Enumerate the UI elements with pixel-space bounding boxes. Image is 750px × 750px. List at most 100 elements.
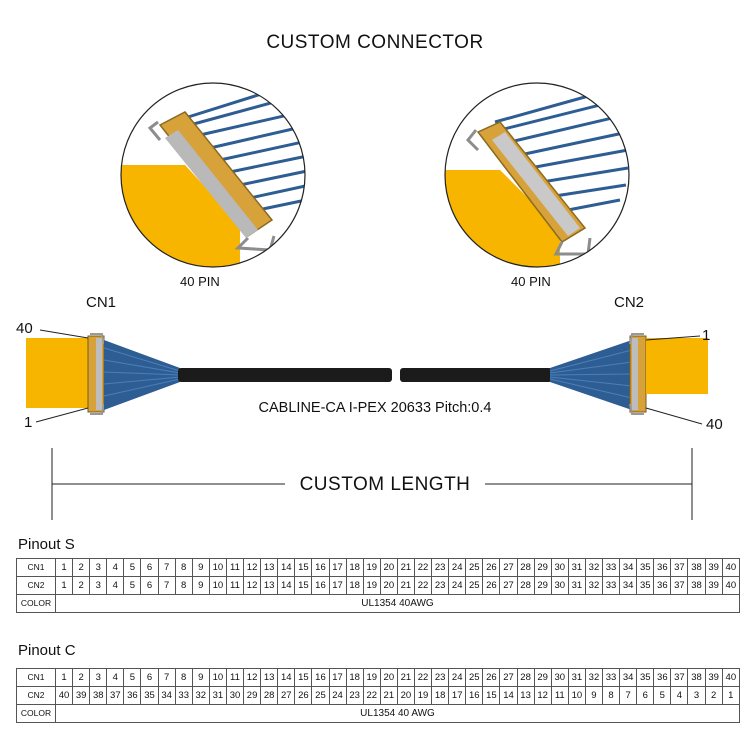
pin-cell: 20: [379, 668, 398, 687]
pin-cell: 38: [89, 686, 108, 705]
pin-cell: 9: [191, 576, 210, 595]
cable-spec: CABLINE-CA I-PEX 20633 Pitch:0.4: [258, 400, 492, 416]
color-cell: UL1354 40 AWG: [55, 704, 740, 723]
pin-cell: 12: [243, 558, 262, 577]
pin-cell: 27: [499, 558, 518, 577]
pin-cell: 8: [601, 686, 621, 705]
pin-cell: 23: [431, 558, 450, 577]
pin-cell: 29: [533, 558, 552, 577]
pin-cell: 32: [584, 668, 604, 687]
pin-cell: 31: [567, 668, 586, 687]
pin-cell: 29: [533, 668, 552, 687]
pin-cell: 2: [72, 576, 91, 595]
pin-cell: 28: [516, 558, 535, 577]
pin-cell: 11: [225, 668, 245, 687]
pin-cell: 24: [448, 558, 467, 577]
pin-cell: 19: [362, 576, 381, 595]
pin-cell: 31: [567, 576, 586, 595]
pin-cell: 11: [550, 686, 569, 705]
pin-cell: 21: [379, 686, 398, 705]
pin-cell: 33: [601, 668, 621, 687]
pin-cell: 32: [584, 576, 604, 595]
left-pin-count: 40 PIN: [180, 274, 220, 289]
pin-cell: 4: [106, 576, 125, 595]
pin-cell: 22: [413, 576, 433, 595]
pin-cell: 39: [704, 558, 723, 577]
pin-cell: 20: [379, 576, 398, 595]
pin-cell: 4: [106, 668, 125, 687]
pin-cell: 37: [670, 576, 689, 595]
pin-cell: 30: [550, 668, 569, 687]
pin-cell: 33: [601, 576, 621, 595]
pin-cell: 13: [260, 576, 279, 595]
pin-cell: 33: [601, 558, 621, 577]
pin-cell: 16: [465, 686, 484, 705]
pin-cell: 12: [533, 686, 552, 705]
pin-cell: 12: [243, 668, 262, 687]
pin-cell: 3: [89, 668, 108, 687]
pin-cell: 6: [140, 668, 159, 687]
cn2-bottom-pin: 40: [706, 416, 723, 433]
pin-cell: 31: [567, 558, 586, 577]
pin-cell: 7: [157, 558, 176, 577]
pin-cell: 1: [721, 686, 741, 705]
row-head: CN1: [16, 558, 56, 577]
pin-cell: 33: [174, 686, 193, 705]
pin-cell: 21: [396, 668, 415, 687]
pin-cell: 5: [123, 576, 142, 595]
pin-cell: 2: [72, 668, 91, 687]
pin-cell: 20: [379, 558, 398, 577]
pin-cell: 25: [465, 668, 484, 687]
pin-cell: 18: [345, 576, 364, 595]
pinout-s-title: Pinout S: [18, 536, 75, 553]
pin-cell: 36: [653, 558, 672, 577]
pin-cell: 10: [208, 668, 227, 687]
pin-cell: 31: [208, 686, 227, 705]
cn2-pin40-leader: [645, 407, 703, 425]
pin-cell: 6: [140, 576, 159, 595]
cn1-top-pin: 40: [16, 320, 33, 337]
pin-cell: 1: [54, 668, 74, 687]
pinout-c-title: Pinout C: [18, 642, 76, 659]
pin-cell: 38: [687, 558, 706, 577]
pin-cell: 9: [191, 558, 210, 577]
pin-cell: 14: [277, 668, 296, 687]
pin-cell: 15: [482, 686, 501, 705]
pin-cell: 23: [345, 686, 364, 705]
table-row: COLOR UL1354 40 AWG: [16, 704, 740, 723]
pin-cell: 1: [54, 576, 74, 595]
pin-cell: 6: [140, 558, 159, 577]
pin-cell: 34: [619, 558, 638, 577]
pin-cell: 22: [362, 686, 381, 705]
cn1-pin40-leader: [39, 329, 89, 339]
pin-cell: 26: [294, 686, 313, 705]
pin-cell: 2: [704, 686, 723, 705]
pin-cell: 7: [157, 668, 176, 687]
cn1-pin1-leader: [35, 407, 89, 423]
pin-cell: 25: [311, 686, 330, 705]
pin-cell: 3: [89, 558, 108, 577]
cn2-film: [646, 338, 708, 394]
pin-cell: 35: [636, 668, 655, 687]
pin-cell: 14: [499, 686, 518, 705]
pin-cell: 36: [123, 686, 142, 705]
pin-cell: 35: [636, 576, 655, 595]
pin-cell: 23: [431, 668, 450, 687]
pin-cell: 40: [721, 668, 741, 687]
right-connector-closeup: [444, 82, 630, 268]
pin-cell: 4: [106, 558, 125, 577]
pin-cell: 1: [54, 558, 74, 577]
pin-cell: 39: [704, 576, 723, 595]
pin-cell: 21: [396, 558, 415, 577]
cable-jacket-right: [400, 368, 552, 382]
pin-cell: 34: [157, 686, 176, 705]
pin-cell: 27: [499, 668, 518, 687]
pin-cell: 19: [413, 686, 433, 705]
pin-cell: 30: [550, 558, 569, 577]
pin-cell: 39: [72, 686, 91, 705]
pin-cell: 15: [294, 668, 313, 687]
